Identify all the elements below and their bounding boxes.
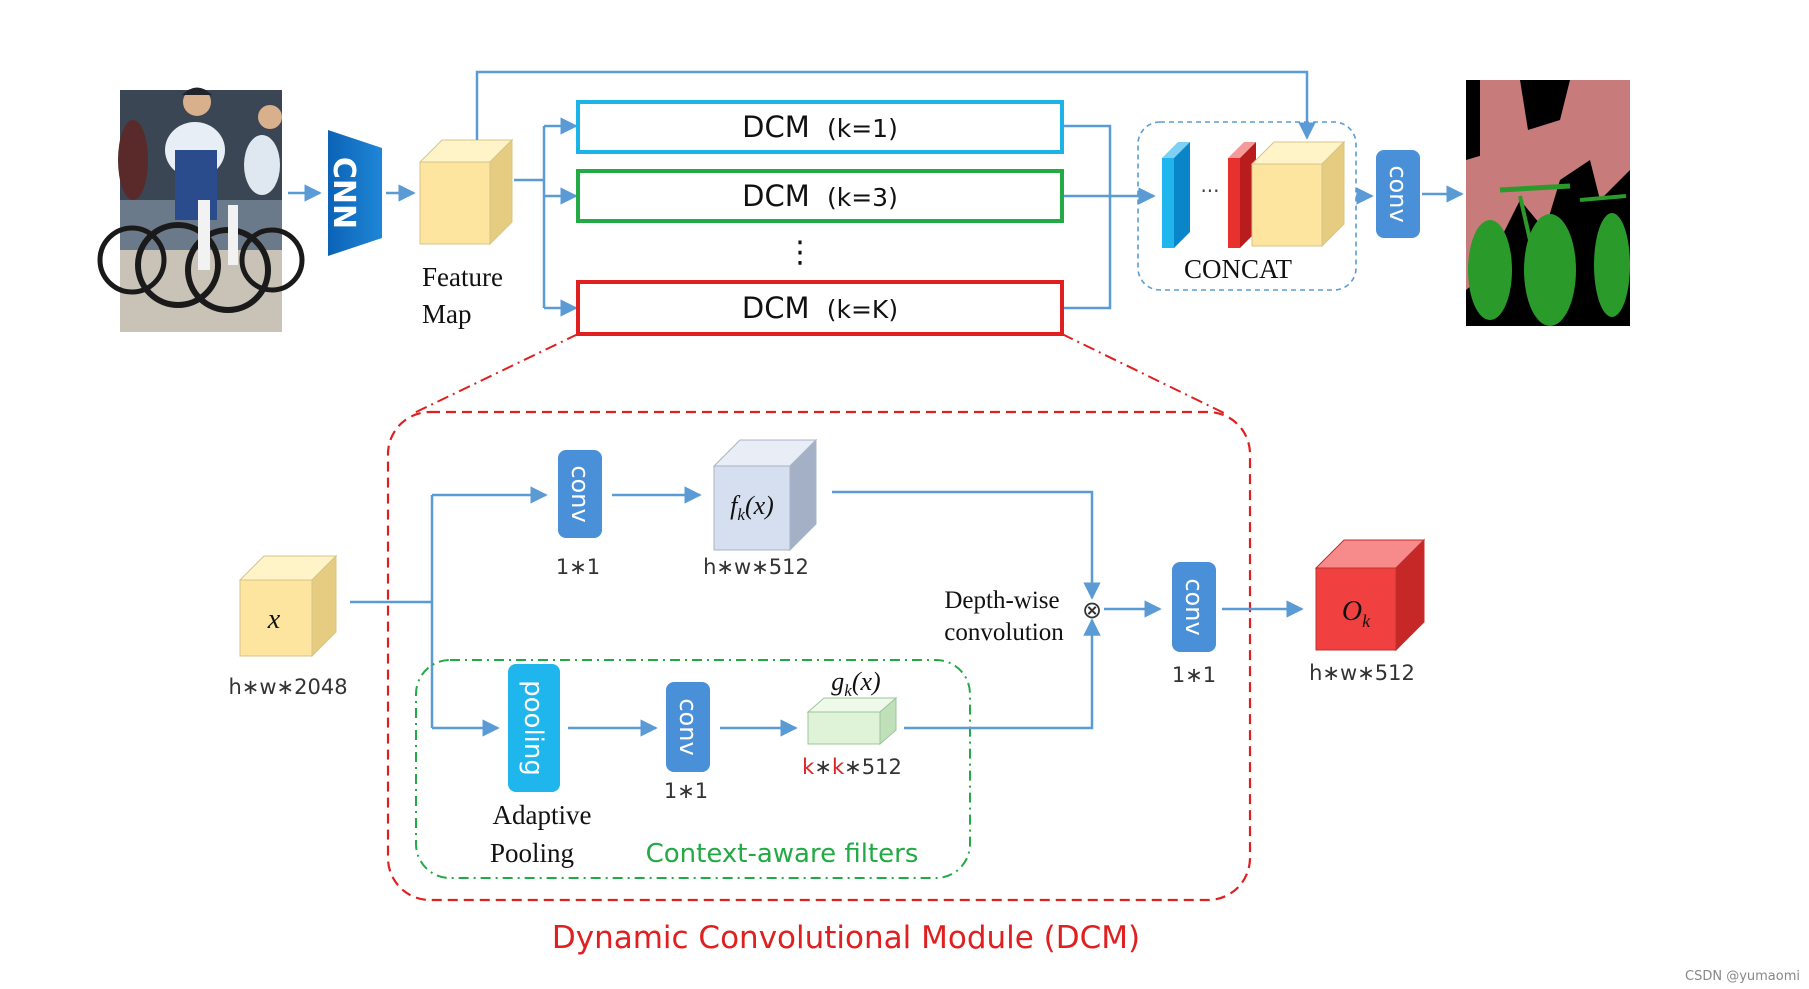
top-conv-label: conv bbox=[1384, 165, 1412, 222]
input-x-cube: x bbox=[238, 554, 338, 658]
svg-text:fk(x): fk(x) bbox=[730, 491, 774, 524]
watermark: CSDN @yumaomi bbox=[1685, 969, 1800, 984]
gk-to-otimes-arrow bbox=[904, 618, 1101, 730]
dcm-kK-param: (k=K) bbox=[827, 295, 898, 324]
module-bottom-conv: conv bbox=[666, 682, 710, 772]
concat-blue-slab bbox=[1162, 142, 1190, 248]
x-dims: h∗w∗2048 bbox=[228, 675, 347, 699]
dcm-box-k1: DCM (k=1) bbox=[576, 100, 1064, 154]
pooling-label: pooling bbox=[518, 680, 548, 776]
context-aware-label: Context-aware filters bbox=[646, 839, 919, 869]
gk-dims-star1: ∗ bbox=[814, 755, 832, 779]
dcm-k3-prefix: DCM bbox=[742, 179, 810, 213]
dcm-box-kK: DCM (k=K) bbox=[576, 280, 1064, 336]
fk-to-otimes-arrow bbox=[832, 490, 1101, 600]
ok-subscript: k bbox=[1362, 611, 1371, 631]
module-top-conv-size: 1∗1 bbox=[556, 555, 600, 579]
module-top-conv: conv bbox=[558, 450, 602, 538]
ok-dims: h∗w∗512 bbox=[1309, 661, 1415, 685]
concat-label: CONCAT bbox=[1184, 254, 1293, 284]
gk-dims-rest: ∗512 bbox=[844, 755, 902, 779]
module-out-conv-size: 1∗1 bbox=[1172, 663, 1216, 687]
skip-connection-arrow bbox=[475, 70, 1316, 140]
gk-slab bbox=[806, 696, 898, 746]
svg-text:k∗k∗512: k∗k∗512 bbox=[802, 755, 902, 779]
gk-label: g bbox=[831, 667, 844, 696]
fk-subscript: k bbox=[737, 505, 745, 524]
fk-dims: h∗w∗512 bbox=[703, 555, 809, 579]
ok-cube: Ok bbox=[1314, 538, 1426, 652]
ok-label: O bbox=[1342, 596, 1362, 627]
module-top-conv-label: conv bbox=[566, 465, 594, 522]
otimes-operator: ⊗ bbox=[1082, 596, 1102, 624]
fk-arg: (x) bbox=[745, 491, 774, 520]
dcm-k3-param: (k=3) bbox=[827, 183, 898, 212]
adaptive-pooling-line2: Pooling bbox=[490, 838, 574, 868]
dcm-k1-param: (k=1) bbox=[827, 114, 898, 143]
dcm-k1-prefix: DCM bbox=[742, 110, 810, 144]
gk-dims-k1: k bbox=[802, 755, 815, 779]
zoom-line-right bbox=[1061, 333, 1227, 415]
dcm-k1-output-line bbox=[1064, 124, 1112, 196]
svg-text:DCM (k=1): DCM (k=1) bbox=[742, 110, 898, 144]
adaptive-pooling-line1: Adaptive bbox=[493, 800, 592, 830]
x-label: x bbox=[267, 604, 281, 635]
branch-ellipsis: ⋮ bbox=[785, 235, 815, 270]
fk-label: f bbox=[730, 491, 741, 520]
dcm-kK-output-line bbox=[1064, 196, 1112, 310]
module-out-conv: conv bbox=[1172, 562, 1216, 652]
feature-map-cube bbox=[418, 138, 514, 246]
concat-dots: ··· bbox=[1200, 179, 1219, 203]
pooling-block: pooling bbox=[508, 664, 560, 792]
cnn-block: CNN bbox=[326, 130, 382, 256]
figure-caption: Dynamic Convolutional Module (DCM) bbox=[552, 920, 1140, 956]
gk-arg: (x) bbox=[852, 667, 881, 696]
gk-subscript: k bbox=[844, 681, 852, 700]
concat-yellow-cube bbox=[1250, 140, 1346, 248]
depthwise-label-line1: Depth-wise bbox=[944, 587, 1059, 614]
top-conv-block: conv bbox=[1376, 150, 1420, 238]
concat-red-slab bbox=[1228, 142, 1256, 248]
input-image bbox=[97, 87, 305, 332]
context-aware-dashed-box bbox=[415, 659, 971, 879]
zoom-line-left bbox=[411, 333, 579, 415]
svg-text:DCM (k=K): DCM (k=K) bbox=[742, 291, 898, 325]
gk-dims-k2: k bbox=[832, 755, 845, 779]
module-bottom-conv-size: 1∗1 bbox=[664, 779, 708, 803]
module-bottom-conv-label: conv bbox=[674, 698, 702, 755]
fk-cube: fk(x) bbox=[712, 438, 818, 552]
depthwise-label-line2: convolution bbox=[944, 619, 1064, 646]
dcm-module-dashed-border bbox=[386, 410, 1252, 902]
module-out-conv-label: conv bbox=[1180, 578, 1208, 635]
cnn-label: CNN bbox=[326, 157, 361, 229]
svg-text:DCM (k=3): DCM (k=3) bbox=[742, 179, 898, 213]
svg-text:Ok: Ok bbox=[1342, 596, 1371, 631]
feature-map-label-line1: Feature bbox=[422, 262, 503, 292]
concat-dashed-box bbox=[1137, 121, 1357, 291]
segmentation-output-image bbox=[1466, 80, 1630, 326]
dcm-box-k3: DCM (k=3) bbox=[576, 169, 1064, 223]
svg-text:gk(x): gk(x) bbox=[831, 667, 880, 700]
feature-map-label-line2: Map bbox=[422, 299, 472, 329]
dcm-kK-prefix: DCM bbox=[742, 291, 810, 325]
